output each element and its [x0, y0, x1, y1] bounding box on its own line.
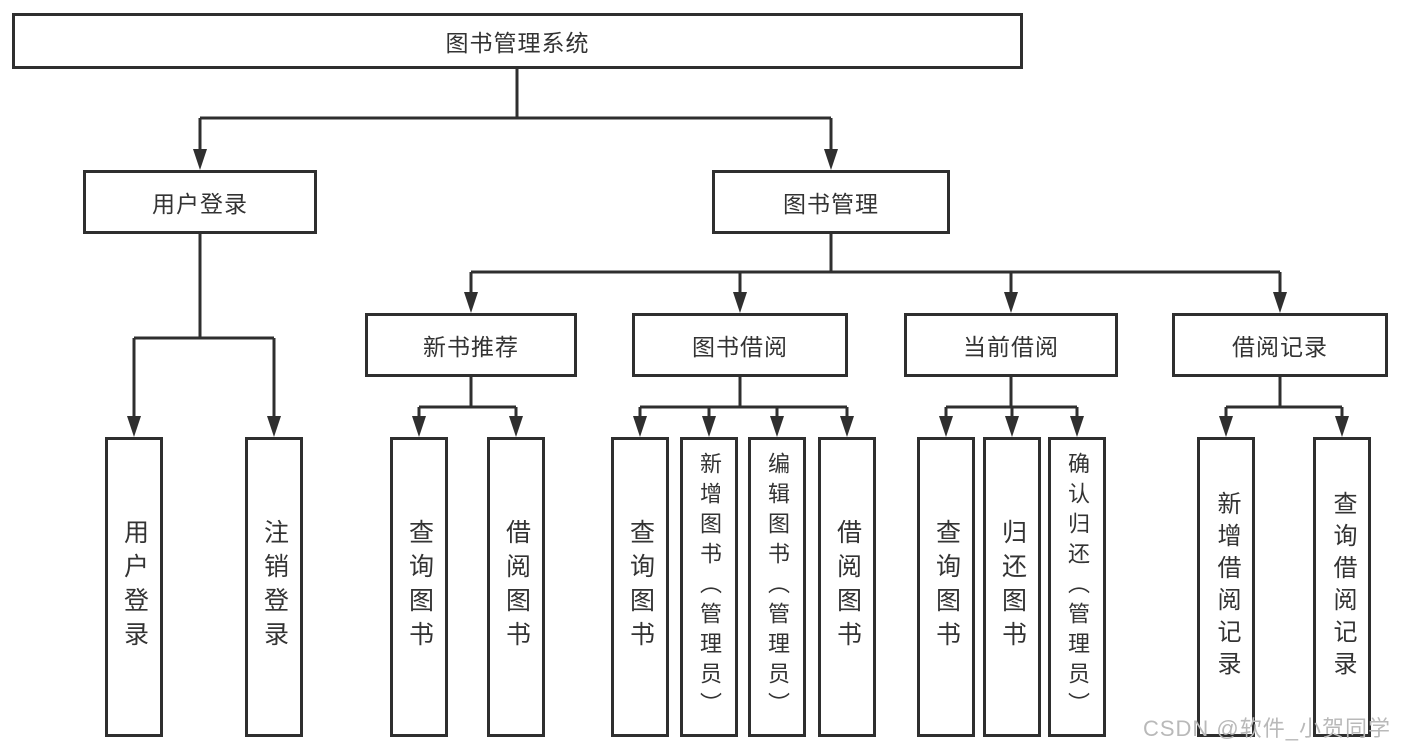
leaf-return-books: 归还图书 [983, 437, 1041, 737]
node-label: 编辑图书（管理员） [765, 452, 790, 722]
leaf-query-books-borrowing: 查询图书 [611, 437, 669, 737]
node-label: 查询图书 [626, 519, 655, 655]
node-label: 借阅图书 [502, 519, 531, 655]
node-current-borrowing: 当前借阅 [904, 313, 1118, 377]
node-book-management-module: 图书管理 [712, 170, 950, 234]
node-label: 用户登录 [120, 519, 149, 655]
leaf-confirm-return-admin: 确认归还（管理员） [1048, 437, 1106, 737]
leaf-borrow-books-borrowing: 借阅图书 [818, 437, 876, 737]
node-label: 借阅图书 [833, 519, 862, 655]
leaf-edit-books-admin: 编辑图书（管理员） [748, 437, 806, 737]
node-label: 查询图书 [932, 519, 961, 655]
node-label: 借阅记录 [1232, 334, 1328, 360]
leaf-query-books-newbook: 查询图书 [390, 437, 448, 737]
node-borrow-records: 借阅记录 [1172, 313, 1388, 377]
node-label: 新书推荐 [423, 334, 519, 360]
leaf-add-borrow-record: 新增借阅记录 [1197, 437, 1255, 737]
node-label: 用户登录 [152, 191, 248, 217]
node-label: 图书借阅 [692, 334, 788, 360]
node-label: 新增借阅记录 [1213, 491, 1240, 683]
node-book-borrowing: 图书借阅 [632, 313, 848, 377]
node-label: 查询图书 [405, 519, 434, 655]
leaf-query-borrow-record: 查询借阅记录 [1313, 437, 1371, 737]
node-user-login-module: 用户登录 [83, 170, 317, 234]
node-label: 查询借阅记录 [1329, 491, 1356, 683]
leaf-query-books-current: 查询图书 [917, 437, 975, 737]
node-label: 当前借阅 [963, 334, 1059, 360]
node-label: 归还图书 [998, 519, 1027, 655]
node-root-system: 图书管理系统 [12, 13, 1023, 69]
node-label: 确认归还（管理员） [1065, 452, 1090, 722]
node-label: 注销登录 [260, 519, 289, 655]
node-label: 图书管理 [783, 191, 879, 217]
leaf-add-books-admin: 新增图书（管理员） [680, 437, 738, 737]
node-new-book-recommend: 新书推荐 [365, 313, 577, 377]
leaf-user-login: 用户登录 [105, 437, 163, 737]
leaf-logout: 注销登录 [245, 437, 303, 737]
csdn-watermark: CSDN @软件_小贺同学 [1142, 716, 1391, 741]
leaf-borrow-books-newbook: 借阅图书 [487, 437, 545, 737]
node-label: 新增图书（管理员） [697, 452, 722, 722]
node-label: 图书管理系统 [445, 30, 590, 56]
